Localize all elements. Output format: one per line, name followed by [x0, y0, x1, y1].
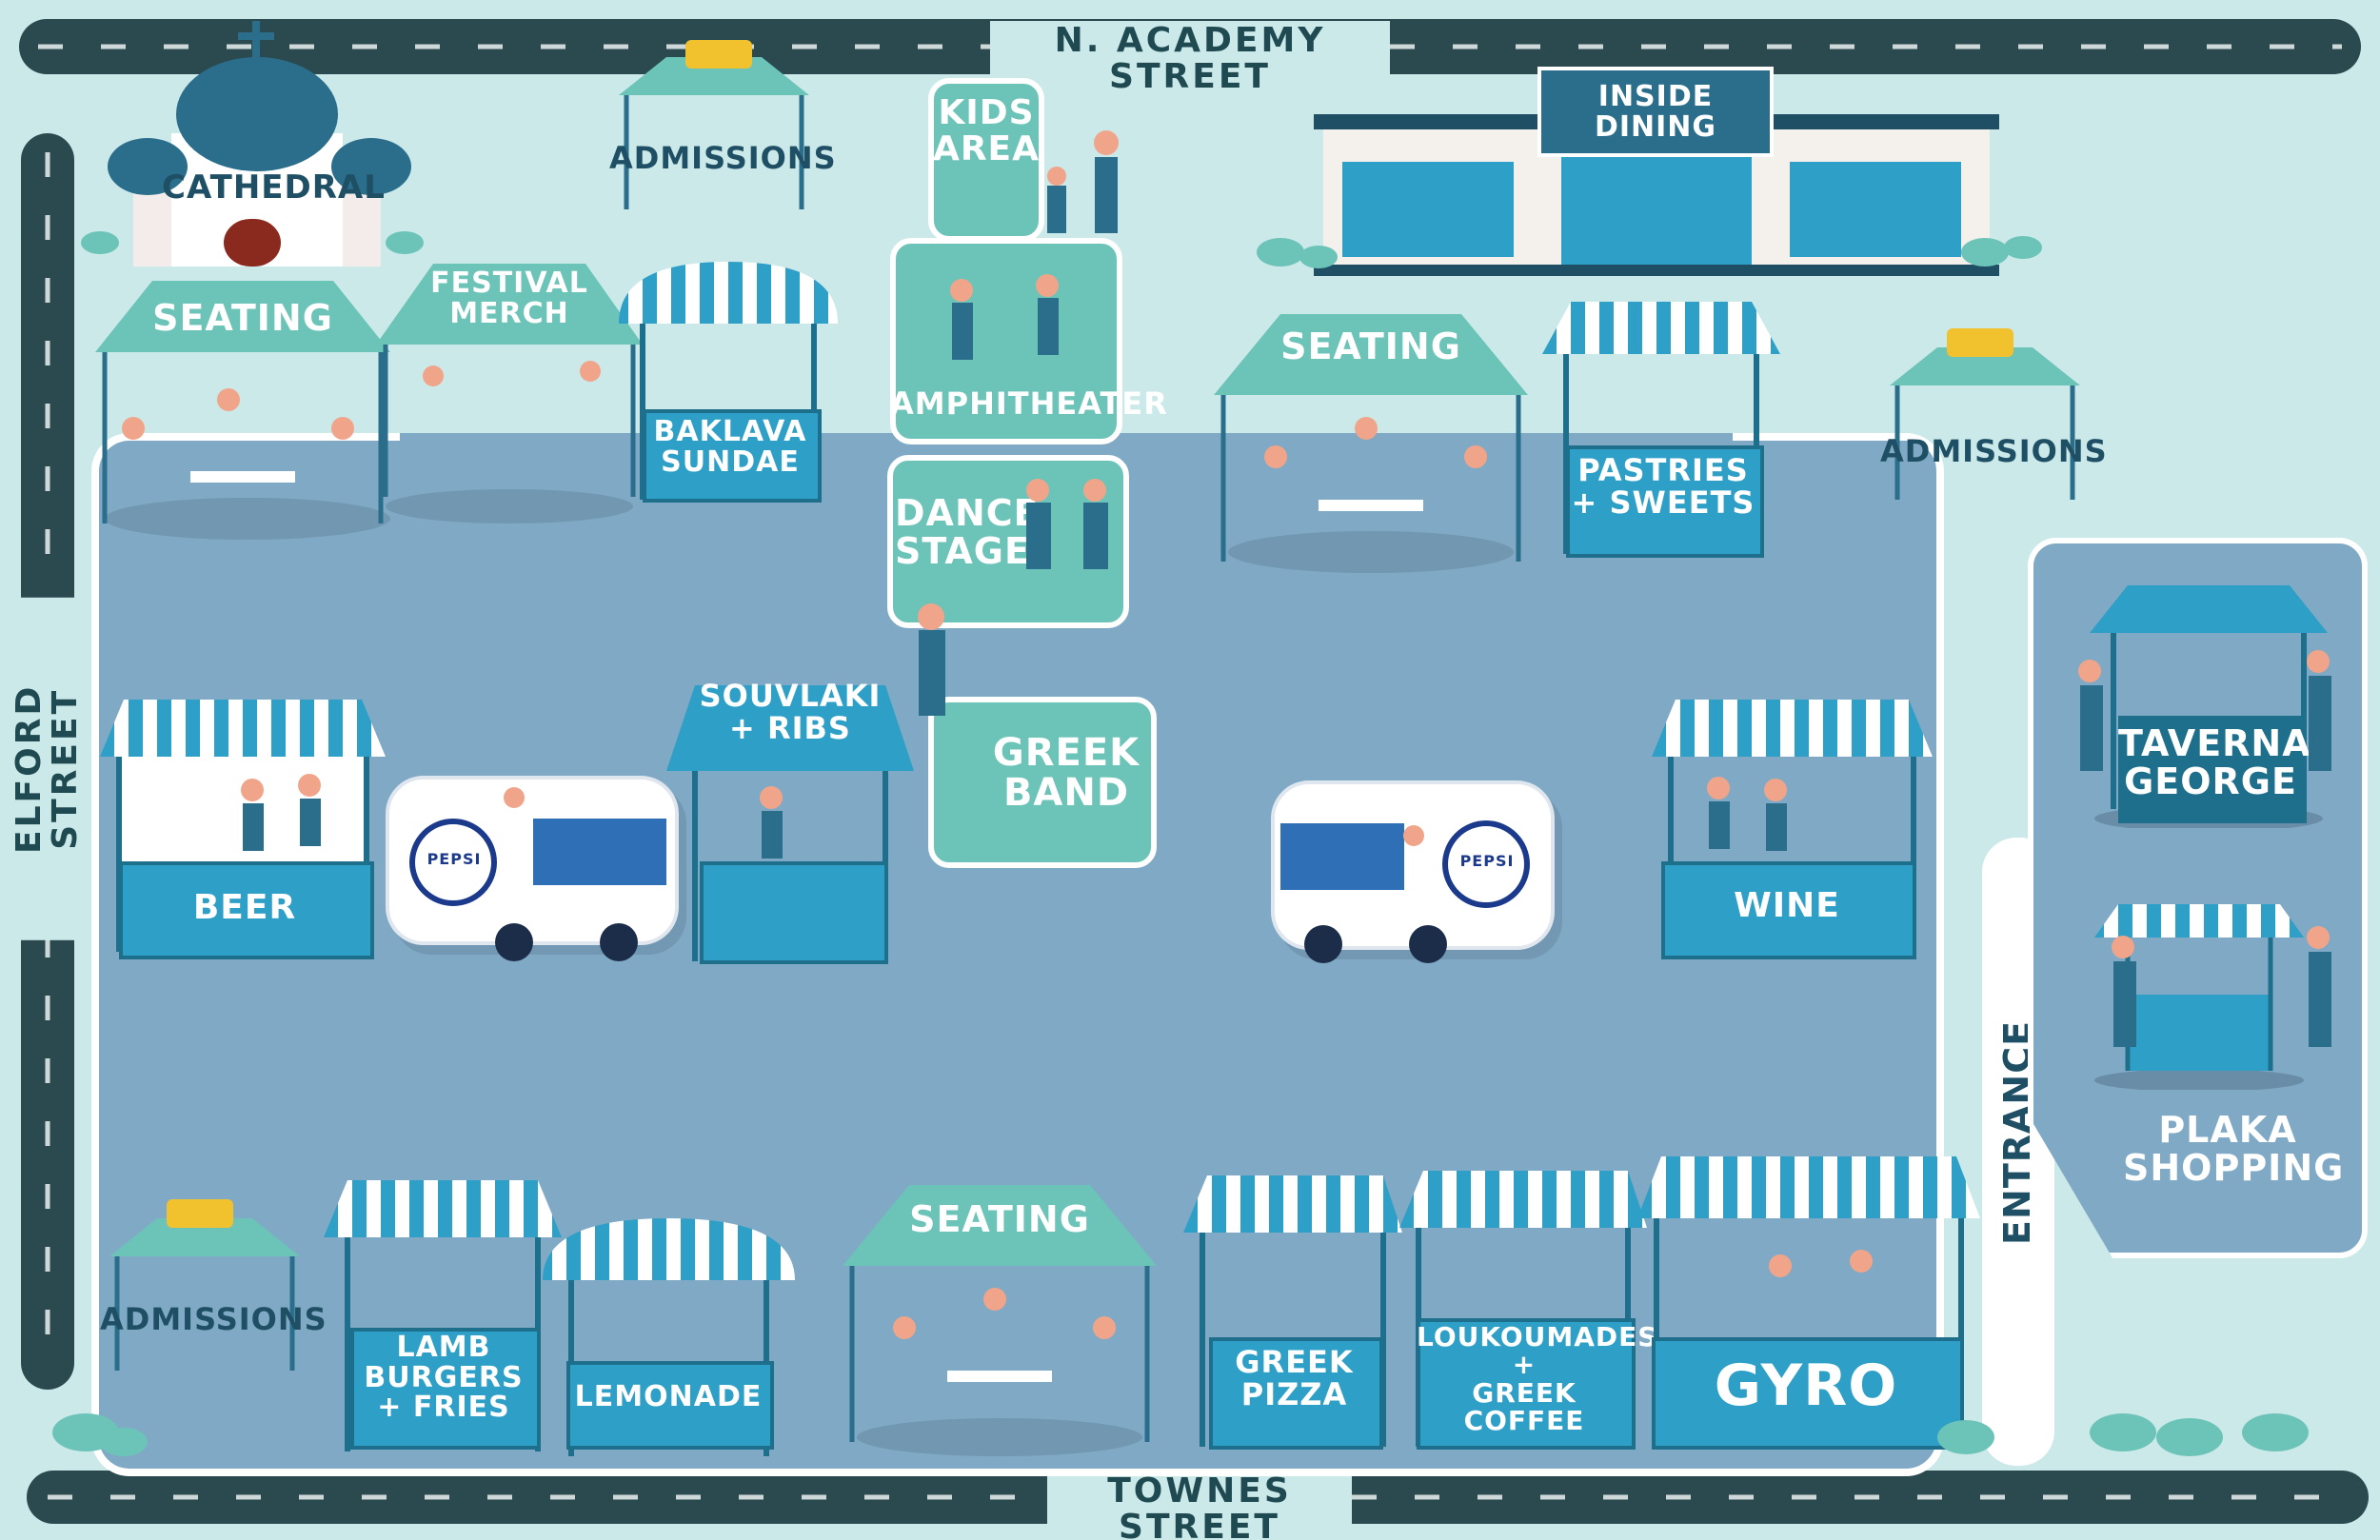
truck-right-wheel-1 — [1304, 925, 1342, 963]
taverna-george-label: TAVERNA GEORGE — [2118, 722, 2311, 802]
cathedral-label: CATHEDRAL — [162, 168, 386, 207]
seating-south-tent — [843, 1185, 1157, 1456]
cathedral-building — [108, 21, 411, 267]
townes-street-label: TOWNES STREET — [1047, 1473, 1352, 1540]
souvlaki-ribs-label: SOUVLAKI + RIBS — [699, 678, 882, 746]
baklava-sundae-label: BAKLAVA SUNDAE — [653, 415, 807, 479]
admissions-east-label: ADMISSIONS — [1880, 433, 2108, 469]
festival-merch-tent — [376, 264, 643, 523]
elford-street-label: ELFORD STREET — [10, 597, 85, 940]
amphitheater-sign — [890, 238, 1122, 444]
loukoumades-counter — [1417, 1318, 1636, 1450]
lemonade-counter — [566, 1361, 774, 1450]
pepsi-logo-right-text: PEPSI — [1459, 852, 1515, 870]
wine-label: WINE — [1734, 886, 1840, 925]
beer-counter — [119, 861, 374, 959]
pepsi-logo-left-text: PEPSI — [426, 850, 482, 868]
admissions-north-label: ADMISSIONS — [609, 140, 837, 176]
inside-dining-sign: INSIDE DINING — [1537, 67, 1774, 157]
taverna-george-counter — [2118, 716, 2307, 823]
pepsi-truck-left-window — [533, 819, 666, 885]
admissions-southwest-tent — [109, 1199, 300, 1371]
seating-northwest-tent — [95, 281, 390, 540]
beer-label: BEER — [192, 888, 297, 927]
kids-area-sign — [928, 78, 1044, 242]
plaka-shopping-label: PLAKA SHOPPING — [2123, 1109, 2345, 1189]
greek-pizza-label: GREEK PIZZA — [1235, 1344, 1354, 1412]
loukoumades-label: LOUKOUMADES + GREEK COFFEE — [1417, 1321, 1658, 1437]
plaka-shop-booth — [2094, 904, 2304, 1090]
admissions-southwest-label: ADMISSIONS — [100, 1301, 327, 1337]
seating-northcenter-label: SEATING — [1280, 326, 1461, 367]
greek-band-sign — [928, 697, 1157, 868]
gyro-label: GYRO — [1714, 1352, 1898, 1419]
kids-area-label: KIDS AREA — [932, 93, 1041, 168]
pepsi-logo-left — [409, 819, 497, 906]
greek-band-label: GREEK BAND — [992, 731, 1140, 815]
lemonade-label: LEMONADE — [574, 1380, 763, 1413]
lamb-burgers-counter — [350, 1328, 541, 1450]
festival-merch-label: FESTIVAL MERCH — [430, 267, 588, 330]
beer-booth — [100, 700, 386, 952]
greek-pizza-booth — [1183, 1175, 1402, 1447]
pepsi-truck-right-window — [1280, 823, 1404, 890]
truck-right-wheel-2 — [1409, 925, 1447, 963]
truck-left-wheel-2 — [600, 923, 638, 961]
greek-pizza-counter — [1209, 1337, 1383, 1450]
amphitheater-label: AMPHITHEATER — [890, 385, 1168, 422]
gyro-counter — [1652, 1337, 1964, 1450]
admissions-north-tent — [619, 40, 809, 209]
seating-northcenter-tent — [1214, 314, 1528, 573]
dance-stage-label: DANCE STAGE — [895, 492, 1040, 572]
pepsi-logo-right — [1442, 820, 1530, 908]
pastries-sweets-counter — [1566, 445, 1764, 558]
seating-south-label: SEATING — [909, 1198, 1090, 1240]
souvlaki-ribs-counter — [700, 861, 888, 964]
lamb-burgers-label: LAMB BURGERS + FRIES — [364, 1331, 524, 1424]
pastries-sweets-label: PASTRIES + SWEETS — [1571, 452, 1755, 521]
baklava-sundae-counter — [643, 409, 822, 503]
n-academy-street-label: N. ACADEMY STREET — [990, 21, 1390, 97]
truck-left-wheel-1 — [495, 923, 533, 961]
wine-counter — [1661, 861, 1916, 959]
admissions-east-tent — [1890, 328, 2080, 500]
seating-northwest-label: SEATING — [152, 297, 333, 339]
